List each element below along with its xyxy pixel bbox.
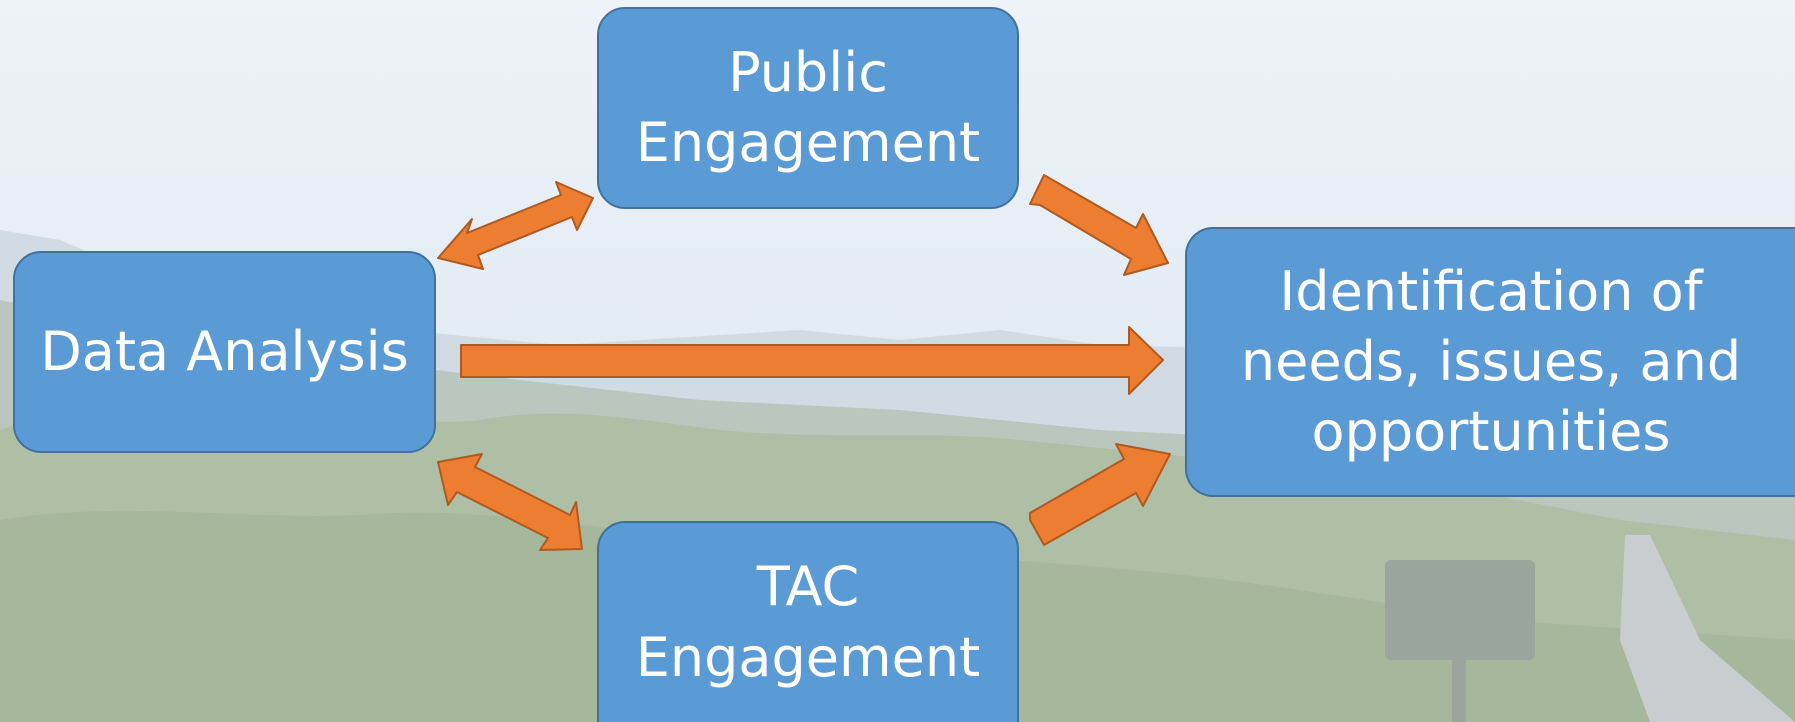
arrow-tac-identification — [1029, 443, 1171, 546]
tac-engagement-box: TAC Engagement — [597, 521, 1019, 722]
road — [1620, 535, 1795, 722]
identification-box: Identification of needs, issues, and opp… — [1185, 227, 1795, 497]
identification-line-3: opportunities — [1311, 400, 1671, 464]
data-analysis-box: Data Analysis — [13, 251, 436, 453]
historical-marker-sign — [1385, 560, 1535, 660]
arrow-data-tac — [437, 453, 583, 551]
arrow-data-identification — [460, 326, 1164, 395]
arrow-data-public — [437, 181, 594, 270]
tac-engagement-line-2: Engagement — [635, 625, 981, 689]
public-engagement-line-2: Engagement — [635, 111, 981, 174]
arrow-public-identification — [1029, 174, 1169, 276]
historical-marker-post — [1452, 660, 1466, 722]
identification-line-2: needs, issues, and — [1240, 329, 1742, 393]
identification-line-1: Identification of — [1279, 259, 1703, 323]
data-analysis-label: Data Analysis — [40, 319, 409, 383]
public-engagement-line-1: Public — [728, 40, 888, 104]
public-engagement-box: Public Engagement — [597, 7, 1019, 209]
tac-engagement-line-1: TAC — [756, 555, 860, 619]
